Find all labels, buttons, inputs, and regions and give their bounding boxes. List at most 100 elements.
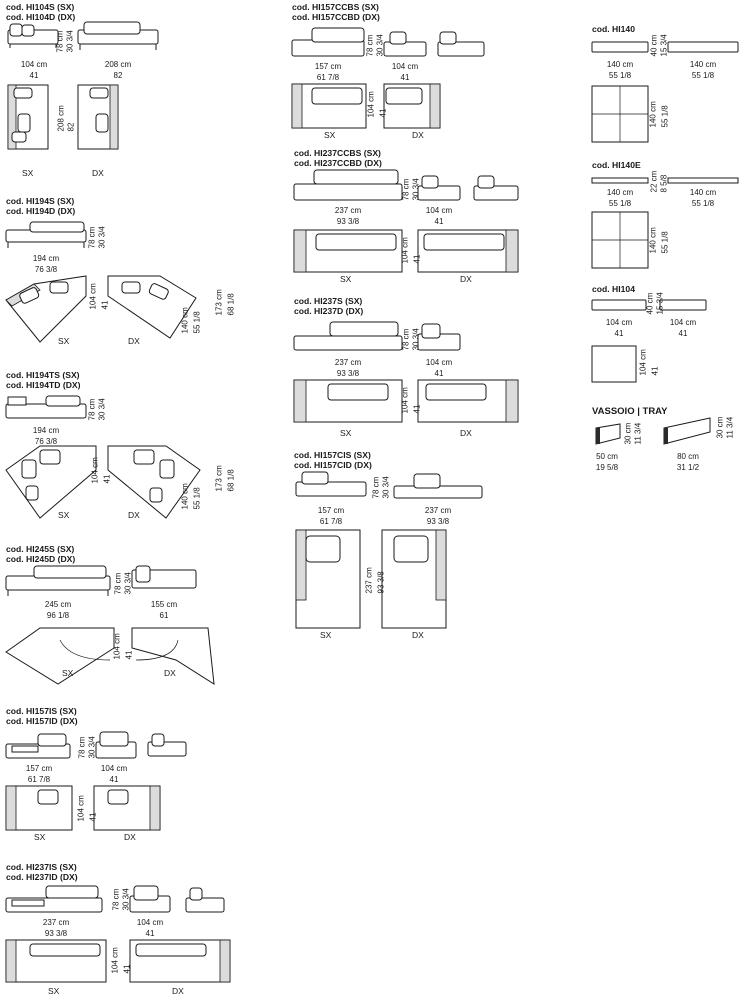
hi237-width-1: 237 cm [334,358,362,367]
hi194-plan-dx [107,275,197,339]
hi157ccb-front [291,27,365,57]
hi157i-depth: 104 cm [76,795,86,822]
hi140e-code: cod. HI140E [592,160,641,170]
hi237i-depth: 104 cm [110,947,120,974]
hi237-height-in: 30 3/4 [411,328,421,351]
hi194t-depth-1: 104 cm [90,457,100,484]
hi245-sx-label: SX [62,668,74,678]
hi237i-code-1: cod. HI237IS (SX) [6,862,77,872]
hi237-side [417,323,461,351]
hi104-depth-in: 82 [66,122,76,132]
hi237i-height: 78 cm [111,888,121,911]
hi237ccb-code-2: cod. HI237CCBD (DX) [294,158,382,168]
hi157i-front [5,733,71,759]
tray-1-height-in: 11 3/4 [633,422,643,445]
hi157i-width-1: 157 cm [25,764,53,773]
hi194-depth-2: 140 cm [180,307,190,334]
hi245-width-1: 245 cm [44,600,72,609]
tray-2-height-in: 11 3/4 [725,416,735,439]
hi157ci-dx-label: DX [412,630,424,640]
hi140-width-1-in: 55 1/8 [608,71,632,80]
hi140-plan [591,85,649,143]
hi245-width-2-in: 61 [159,611,169,620]
hi237ccb-width-2: 104 cm [425,206,453,215]
hi237ccb-depth: 104 cm [400,237,410,264]
hi237i-height-in: 30 3/4 [121,888,131,911]
hi140-width-2: 140 cm [689,60,717,69]
hi194t-height-in: 30 3/4 [97,398,107,421]
hi237ccb-code-1: cod. HI237CCBS (SX) [294,148,381,158]
hi194t-height: 78 cm [87,398,97,421]
hi157i-width-2-in: 41 [109,775,119,784]
hi245-depth-in: 41 [124,650,134,660]
hi157ccb-width-1: 157 cm [314,62,342,71]
hi194t-plan-dx [107,445,201,519]
tray-2-height: 30 cm [715,416,725,439]
hi157i-width-1-in: 61 7/8 [27,775,51,784]
hi194t-depth-2: 140 cm [180,483,190,510]
hi157ci-code-1: cod. HI157CIS (SX) [294,450,371,460]
hi237i-width-2: 104 cm [136,918,164,927]
hi157ci-side [393,473,483,499]
hi157i-height: 78 cm [77,736,87,759]
hi237ccb-width-1-in: 93 3/8 [336,217,360,226]
hi245-dx-label: DX [164,668,176,678]
hi157ccb-code-1: cod. HI157CCBS (SX) [292,2,379,12]
hi237i-dx-label: DX [172,986,184,996]
hi104-height: 78 cm [55,30,65,53]
hi157i-sx-label: SX [34,832,46,842]
hi237i-depth-in: 41 [122,964,132,974]
hi157i-width-2: 104 cm [100,764,128,773]
hi140e-width-2-in: 55 1/8 [691,199,715,208]
hi194t-depth-3-in: 68 1/8 [226,469,236,492]
hi237ccb-plan-dx [417,229,519,273]
hi237i-side-2 [185,887,225,913]
hi194-dx-label: DX [128,336,140,346]
hi245-height-in: 30 3/4 [123,572,133,595]
hi104-ottoman-width-1: 104 cm [605,318,633,327]
hi245-depth: 104 cm [112,633,122,660]
hi237ccb-dx-label: DX [460,274,472,284]
hi245-width-2: 155 cm [150,600,178,609]
hi140-width-2-in: 55 1/8 [691,71,715,80]
tray-drawing-2 [663,417,711,445]
hi140-height: 40 cm [649,34,659,57]
hi194-height: 78 cm [87,226,97,249]
hi245-side [131,565,197,589]
hi104-ottoman-width-2: 104 cm [669,318,697,327]
hi157ccb-dx-label: DX [412,130,424,140]
hi194-depth-3-in: 68 1/8 [226,293,236,316]
hi237ccb-side-2 [473,175,519,201]
hi237i-code-2: cod. HI237ID (DX) [6,872,78,882]
hi157ci-width-2: 237 cm [424,506,452,515]
hi237-width-2: 104 cm [425,358,453,367]
hi237i-side-1 [129,885,171,913]
hi157ccb-width-2-in: 41 [400,73,410,82]
hi237-code-2: cod. HI237D (DX) [294,306,364,316]
hi194t-plan-sx [5,445,97,519]
hi245-plan-dx [131,627,215,685]
hi237i-front [5,885,103,913]
hi157i-dx-label: DX [124,832,136,842]
hi104-plan-sx [7,84,49,150]
hi237ccb-plan-sx [293,229,403,273]
hi237-width-2-in: 41 [434,369,444,378]
hi157ci-sx-label: SX [320,630,332,640]
hi157i-side-1 [95,731,137,759]
hi104-code-1: cod. HI104S (SX) [6,2,75,12]
hi194-front [5,221,87,248]
hi237i-sx-label: SX [48,986,60,996]
hi157ccb-width-1-in: 61 7/8 [316,73,340,82]
hi194-plan-sx [5,275,87,343]
hi194t-width: 194 cm [32,426,60,435]
hi140e-plan [591,211,649,269]
hi194-width: 194 cm [32,254,60,263]
hi157ci-code-2: cod. HI157CID (DX) [294,460,372,470]
hi194-depth-3: 173 cm [214,289,224,316]
hi194-height-in: 30 3/4 [97,226,107,249]
hi194-sx-label: SX [58,336,70,346]
hi157i-side-2 [147,733,187,757]
tray-1-width: 50 cm [596,452,618,461]
hi194t-front [5,395,87,419]
hi245-code-1: cod. HI245S (SX) [6,544,75,554]
